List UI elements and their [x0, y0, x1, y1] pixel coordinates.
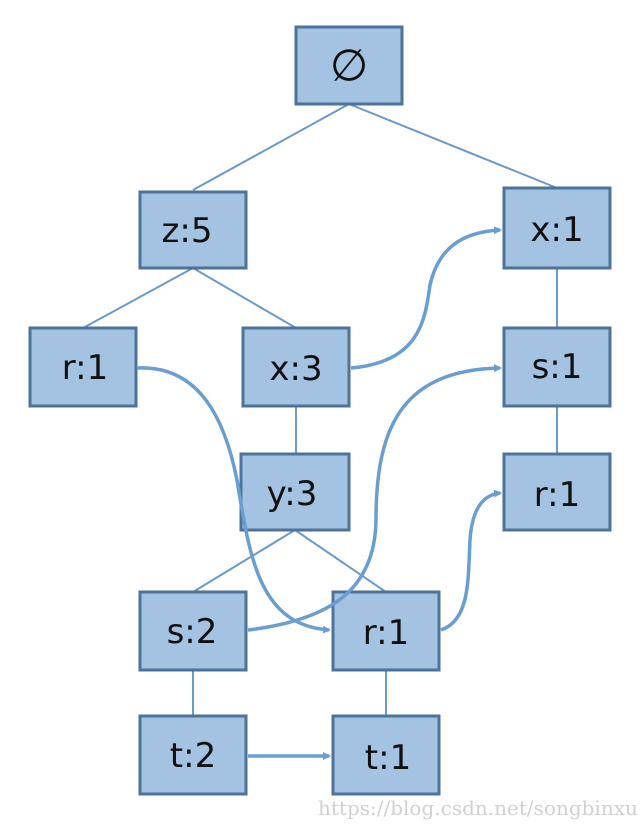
- edge-z5-x3: [192, 267, 297, 329]
- node-root: ∅: [294, 25, 404, 106]
- node-t1: t:1: [331, 714, 441, 796]
- edge-root-z5: [192, 103, 350, 191]
- svg-text:z:5: z:5: [162, 211, 213, 251]
- svg-text:r:1: r:1: [62, 348, 108, 388]
- node-r1-right: r:1: [502, 452, 612, 532]
- edge-root-x1: [348, 103, 558, 189]
- svg-text:t:1: t:1: [365, 738, 411, 778]
- svg-text:r:1: r:1: [534, 475, 580, 515]
- node-y3: y:3: [239, 452, 351, 532]
- tree-edges: [82, 103, 558, 716]
- node-z5: z:5: [138, 190, 248, 270]
- node-s1: s:1: [502, 326, 612, 408]
- link-s2-s1: [247, 364, 502, 632]
- link-r1-r1-right: [440, 489, 502, 632]
- node-t2: t:2: [138, 714, 248, 796]
- watermark: https://blog.csdn.net/songbinxu: [318, 796, 638, 820]
- node-x3: x:3: [241, 326, 351, 408]
- svg-text:r:1: r:1: [363, 613, 409, 653]
- node-r1-mid: r:1: [331, 590, 441, 672]
- svg-text:s:1: s:1: [532, 347, 583, 387]
- svg-text:t:2: t:2: [170, 736, 216, 776]
- edge-y3-s2: [192, 529, 296, 593]
- node-s2: s:2: [138, 590, 248, 672]
- link-r1-r1: [136, 366, 331, 634]
- node-r1-left: r:1: [28, 326, 138, 408]
- link-x3-x1: [350, 226, 502, 370]
- svg-text:x:3: x:3: [269, 349, 322, 389]
- svg-text:∅: ∅: [330, 41, 368, 92]
- svg-text:y:3: y:3: [267, 474, 318, 514]
- edge-y3-r1: [294, 529, 387, 593]
- nodes: ∅ z:5 x:1 r:1 x:3 s:1 y:3 r:1 s:2 r:1 t:…: [28, 25, 612, 796]
- node-x1: x:1: [502, 186, 612, 270]
- node-links: [136, 226, 502, 760]
- svg-text:s:2: s:2: [167, 612, 218, 652]
- edge-z5-r1: [82, 267, 194, 329]
- svg-text:x:1: x:1: [530, 210, 583, 250]
